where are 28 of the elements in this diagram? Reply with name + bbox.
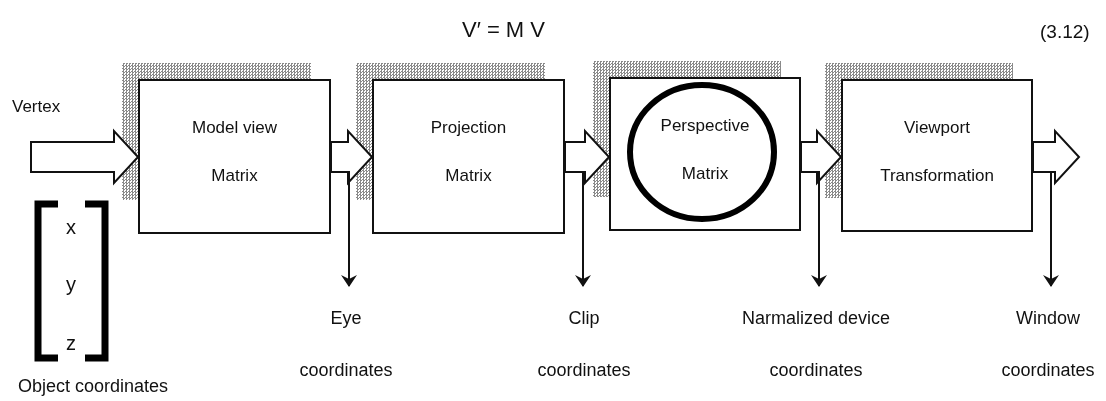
output-label: Narmalized device coordinates xyxy=(710,292,922,396)
text-label: z xyxy=(66,332,76,354)
hollow-arrow xyxy=(564,128,611,186)
output-label: Window coordinates xyxy=(990,292,1106,396)
text-label: x xyxy=(66,216,76,238)
box-label: Matrix xyxy=(681,163,729,185)
text-label: (3.12) xyxy=(1040,22,1090,43)
hollow-arrow xyxy=(30,128,140,186)
hollow-arrow xyxy=(800,128,843,186)
box-label: Viewport xyxy=(904,117,970,139)
output-label: Clip coordinates xyxy=(534,292,634,396)
box-label: Projection xyxy=(430,117,507,139)
box-label: Matrix xyxy=(211,165,258,187)
box-label: Model view xyxy=(191,117,277,139)
process-box xyxy=(372,79,565,234)
hollow-arrow xyxy=(330,128,374,186)
text-label: V′ = M V xyxy=(462,18,545,43)
output-label: Eye coordinates xyxy=(296,292,396,396)
text-label: Object coordinates xyxy=(18,377,169,397)
process-box xyxy=(609,77,801,231)
process-box xyxy=(138,79,331,234)
box-label: Transformation xyxy=(880,165,994,187)
text-label: y xyxy=(66,273,76,295)
hollow-arrow xyxy=(1032,128,1081,186)
box-label: Perspective xyxy=(660,115,750,137)
text-label: Vertex xyxy=(12,98,61,117)
process-box xyxy=(841,79,1033,232)
box-label: Matrix xyxy=(445,165,492,187)
